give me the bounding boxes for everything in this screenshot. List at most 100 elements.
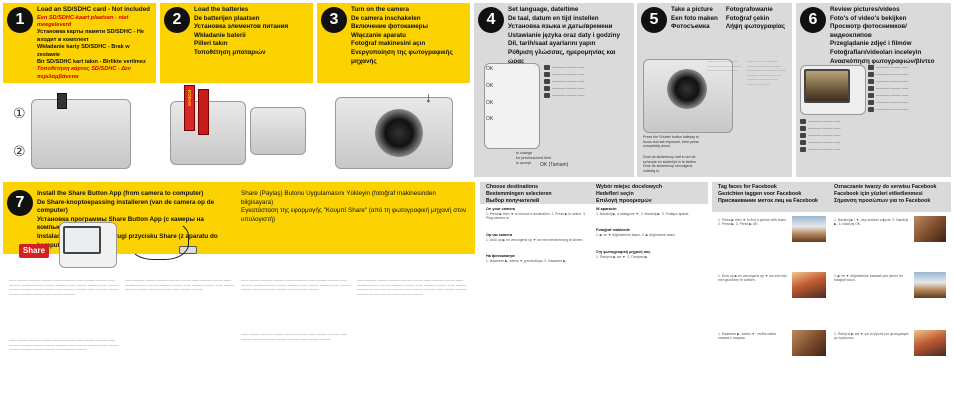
step-4-panel: 4 Set language, date/time De taal, datum…	[474, 3, 634, 177]
title-el: Τοποθέτηση μπαταριών	[194, 48, 266, 56]
info-icon	[800, 126, 806, 131]
steps-tr: 1. ▶ ve ▼ düğmelerine basın. 2. ▶ düğmes…	[596, 233, 677, 238]
step-marker-1-icon: ①	[13, 105, 26, 121]
step-3-header: 3 Turn on the camera De camera inschakel…	[317, 3, 470, 83]
title-en: Turn on the camera	[351, 6, 409, 13]
steps-el: 1. Πατήστε ▶ και ▼. 2. Πατήστε ▶.	[596, 254, 649, 259]
facebook-steps-nl: 1. Druk op ▶ en vervolgens op ▼ om een f…	[718, 274, 788, 283]
title-en: Load an SD/SDHC card - Not included	[37, 6, 151, 13]
step-number: 2	[164, 7, 190, 33]
battery-illustration	[198, 89, 209, 135]
step-2-header: 2 Load the batteries De batterijen plaat…	[160, 3, 313, 83]
facebook-steps-el: 1. Πατήστε ▶ και ▼ για να βρείτε μια φωτ…	[834, 332, 909, 341]
step-titles: Take a picture Een foto maken Фотосъемка…	[671, 6, 788, 32]
share-icon	[800, 119, 806, 124]
title-nl: Een foto maken	[671, 14, 718, 22]
side-note: to change for previous/next field to acc…	[516, 151, 556, 165]
shutter-text-pl: —— ——— ——— ——— ——— ——— —— ——— ——— —— ———…	[747, 59, 786, 86]
head-nl: Bestemmingen selecteren	[486, 191, 552, 197]
ok-label: OK	[486, 82, 494, 89]
step-titles: Install the Share Button App (from camer…	[37, 190, 235, 250]
camera-back-illustration	[484, 63, 540, 149]
step-1-panel: 1 Load an SD/SDHC card - Not included Ee…	[3, 3, 156, 177]
destinations-panel: Choose destinations Bestemmingen selecte…	[480, 182, 708, 402]
step-3-panel: 3 Turn on the camera De camera inschakel…	[317, 3, 470, 177]
title-en: Review pictures/videos	[830, 6, 900, 13]
step-5-panel: 5 Take a picture Een foto maken Фотосъем…	[637, 3, 792, 177]
facebook-photo-5	[792, 330, 826, 356]
lcd-screen	[804, 69, 850, 103]
title-ru: Установка языка и даты/времени	[508, 23, 613, 31]
usb-cable-icon	[129, 220, 189, 260]
title-el: Τοποθέτηση κάρτας SD/SDHC - Δεν περιλαμβ…	[37, 66, 131, 80]
arrow-key-icon	[544, 79, 550, 84]
title-ru: Включение фотокамеры	[351, 23, 428, 31]
play-icon	[868, 100, 874, 105]
title-el: Λήψη φωτογραφίας	[725, 23, 786, 31]
head-tr: Hedefleri seçin	[596, 191, 634, 197]
sub-el: Στη φωτογραφική μηχανή σας	[596, 249, 651, 254]
ok-button-icon	[544, 86, 550, 91]
title-pl: Fotografowanie	[725, 6, 773, 13]
title-nl: De Share-knoptoepassing installeren (van…	[37, 198, 215, 215]
shutter-text-en: Press the Shutter button halfway to focu…	[643, 135, 699, 149]
instructions-ru: —— ——— ——— ——— ——— ——— —— ——— ——— —— ———…	[125, 278, 235, 292]
ok-label: OK	[486, 66, 494, 72]
step-number: 1	[7, 7, 33, 33]
step-number: 3	[321, 7, 347, 33]
title-en: Set language, date/time	[508, 6, 579, 13]
step-titles-right: Share (Paylaş) Butonu Uygulamasını Yükle…	[241, 190, 469, 224]
step-titles: Review pictures/videos Foto's of video's…	[830, 6, 947, 66]
step-number: 5	[641, 7, 667, 33]
step-number: 6	[800, 7, 826, 33]
delete-icon	[868, 86, 874, 91]
facebook-photo-2	[914, 216, 946, 242]
camera-side-illustration	[31, 99, 131, 169]
step-1-header: 1 Load an SD/SDHC card - Not included Ee…	[3, 3, 156, 83]
instructions-pl: —— ——— ——— ——— ——— ——— —— ——— ——— —— ———…	[241, 278, 351, 292]
destinations-left-col: Choose destinations Bestemmingen selecte…	[486, 184, 590, 263]
share-button[interactable]: Share	[19, 244, 49, 258]
facebook-panel: Tag faces for Facebook Gezichten taggen …	[712, 182, 951, 402]
step-titles: Load the batteries De batterijen plaatse…	[194, 6, 309, 58]
title-pl: Włączanie aparatu	[351, 31, 406, 39]
head-tr: Facebook için yüzleri etiketlenmesi	[834, 191, 923, 197]
steps-nl: 1. Druk op ▶ en vervolgens op ▼ om een b…	[486, 237, 584, 242]
steps-ru: 1. Нажмите ▶, затем ▼ для выбора. 2. Наж…	[486, 258, 567, 263]
facebook-photo-4	[914, 272, 946, 298]
head-pl: Oznaczanie twarzy do serwisu Facebook	[834, 184, 937, 190]
title-ru: Просмотр фотоснимков/видеоклипов	[830, 23, 907, 39]
facebook-photo-3	[792, 272, 826, 298]
step-titles: Set language, date/time De taal, datum e…	[508, 6, 630, 66]
shutter-text-ru: —— ——— ——— ——— ——— ——— —— ——— ———	[707, 59, 742, 73]
title-pl: Wkładanie karty SD/SDHC - Brak w zestawi…	[37, 44, 130, 58]
title-pl: Przeglądanie zdjęć i filmów	[830, 40, 912, 48]
head-pl: Wybór miejsc docelowych	[596, 184, 663, 190]
head-el: Επιλογή προορισμών	[596, 198, 652, 204]
lens-icon	[667, 69, 707, 109]
ok-label: OK	[486, 116, 494, 123]
title-el: Ενεργοποίηση της φωτογραφικής μηχανής	[351, 48, 453, 65]
camera-front-illustration	[250, 107, 306, 155]
title-ru: Установка элементов питания	[194, 23, 289, 31]
sd-card-illustration	[57, 93, 67, 109]
facebook-steps-en: 1. Press ▶ then ▼ to find a picture with…	[718, 218, 787, 227]
title-pl: Wkładanie baterii	[194, 31, 246, 39]
title-tr: Fotoğraf çekin	[725, 14, 770, 22]
sub-en: On your camera	[486, 207, 515, 211]
shutter-text-nl: Druk de sluiterknop half in om de scherp…	[643, 155, 698, 173]
instructions-tr: —— ——— ——— ——— ——— ——— —— ——— ——— —— ———…	[241, 332, 348, 341]
step-number: 4	[478, 7, 504, 33]
review-controls-list: ———— ——— —— ———— ——— —— ———— ——— —— ————…	[868, 65, 948, 114]
title-pl: Ustawianie języka oraz daty i godziny	[508, 31, 620, 39]
lcd-screen	[63, 226, 101, 254]
facebook-steps-pl: 1. Naciśnij ▶ i ▼, aby znaleźć zdjęcie. …	[834, 218, 908, 227]
title-ru: Фотосъемка	[671, 23, 710, 31]
title-el: Ανασκόπηση φωτογραφιών/βίντεο	[830, 57, 935, 65]
title-ru: Установка карты памяти SD/SDHC - Не вход…	[37, 29, 145, 43]
head-en: Choose destinations	[486, 184, 539, 190]
steps-pl: 1. Naciśnij ▶, a następnie ▼. 2. Naciśni…	[596, 212, 690, 216]
facebook-header	[712, 182, 951, 212]
note-prev-next: for previous/next field	[516, 155, 552, 160]
arrow-key-icon	[544, 65, 550, 70]
